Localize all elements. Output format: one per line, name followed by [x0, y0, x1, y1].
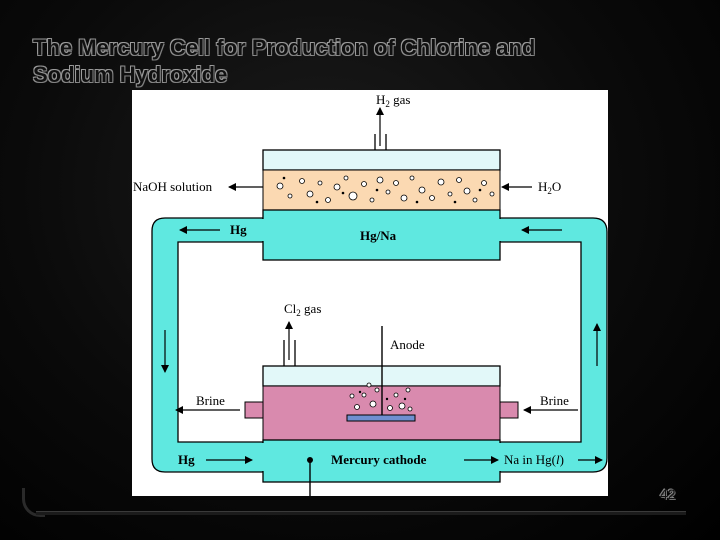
brine-right-label: Brine: [540, 393, 569, 408]
decorative-curl: [22, 488, 45, 517]
anode-label: Anode: [390, 337, 425, 352]
hg-na-label: Hg/Na: [360, 228, 397, 243]
slide-title-line-1: The Mercury Cell for Production of Chlor…: [33, 35, 536, 60]
h2o-label: H2O: [538, 179, 561, 196]
mercury-return-loop: [151, 217, 264, 473]
naoh-solution-label: NaOH solution: [133, 179, 213, 194]
na-in-hg-label: Na in Hg(l): [504, 452, 564, 467]
cl2-gas-label: Cl2 gas: [284, 301, 321, 318]
brine-inlet-stub-left: [244, 401, 264, 419]
slide-title-line-2: Sodium Hydroxide: [33, 62, 228, 87]
naoh-solution-layer: [262, 169, 501, 211]
brine-left-label: Brine: [196, 393, 225, 408]
top-cell-gas-space: [262, 149, 501, 171]
slide-title: The Mercury Cell for Production of Chlor…: [33, 34, 633, 88]
hg-bottom-label: Hg: [178, 452, 195, 467]
hg-top-label: Hg: [230, 222, 247, 237]
mercury-cathode-label: Mercury cathode: [331, 452, 427, 467]
mercury-cell-diagram: H2 gas NaOH solution H2O Hg Hg/Na: [132, 90, 608, 496]
chlorine-bubbles: [349, 382, 413, 412]
footer-rule: [36, 511, 686, 515]
page-number: 42: [660, 486, 676, 502]
mercury-cathode-layer: [262, 439, 501, 483]
naoh-bubbles: [276, 175, 495, 203]
h2-gas-label: H2 gas: [376, 92, 410, 109]
brine-inlet-stub-right: [499, 401, 519, 419]
anode-plate: [346, 414, 416, 422]
mercury-feed-loop: [499, 217, 608, 473]
